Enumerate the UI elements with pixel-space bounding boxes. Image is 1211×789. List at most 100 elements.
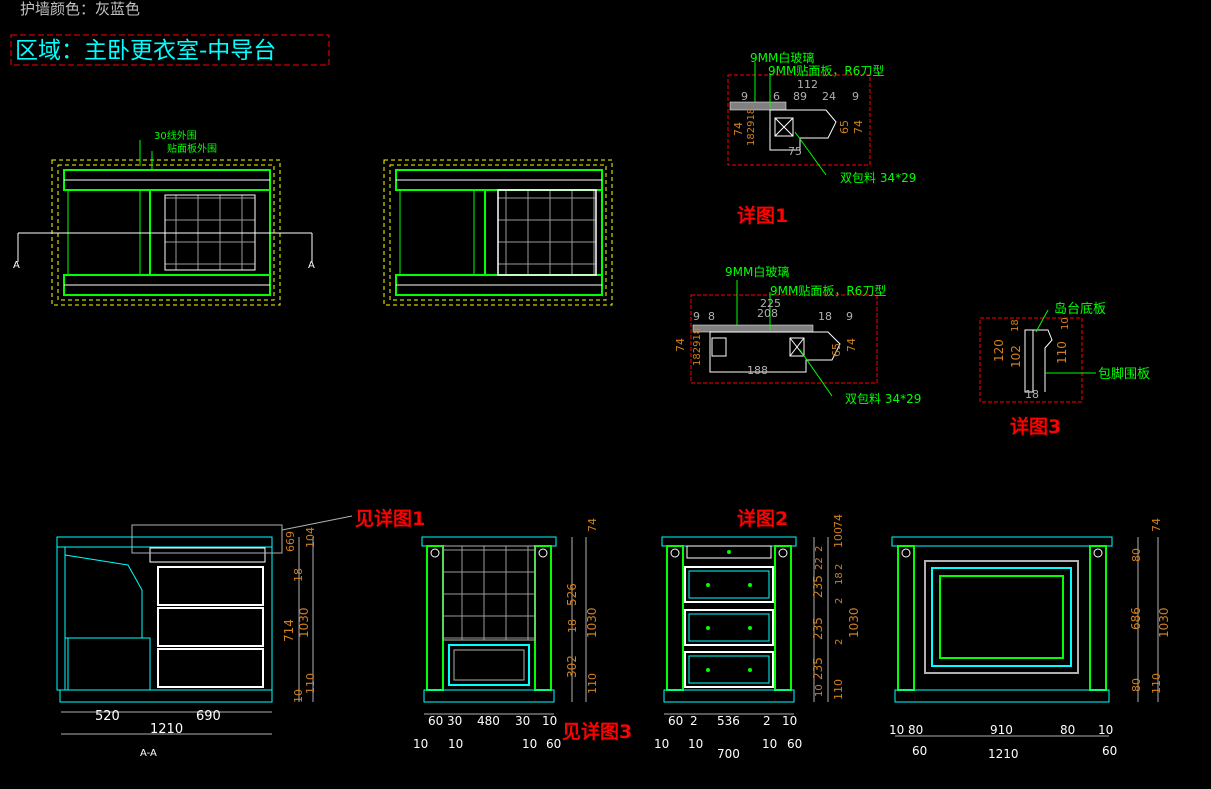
inner-profile: [64, 554, 143, 639]
dim-text: 110: [1055, 341, 1069, 364]
trim-block: [789, 337, 805, 357]
knob: [748, 626, 752, 630]
dim-text: 10: [292, 689, 305, 703]
glass-section: [729, 101, 787, 111]
page-title: 区域：主卧更衣室-中导台: [15, 38, 276, 64]
detail-frame: [727, 74, 871, 166]
dim-text: 74: [832, 514, 845, 528]
elevation-d: 74 80 686 1030 80 110 10 80 910 80 10 60…: [889, 518, 1171, 761]
leader-line: [794, 131, 827, 176]
dim-text: 9: [852, 90, 859, 103]
dim-text: 302: [565, 655, 579, 678]
detail-3: 岛台底板 包脚围板 18 10 120 102 110 18 详图3: [979, 301, 1150, 438]
dim-text: 30: [515, 714, 530, 728]
right-pilaster: [774, 545, 792, 691]
molding-profile: [769, 109, 837, 151]
molding-profile: [709, 331, 841, 373]
dim-text: 74: [586, 518, 599, 532]
drawer-1-inner: [688, 570, 770, 599]
top-slab: [421, 536, 557, 547]
dim-text: 18: [834, 572, 845, 585]
dim-text: 8: [708, 310, 715, 323]
detail-frame: [690, 294, 878, 384]
section-mark-right: A: [308, 260, 315, 271]
dim-text: 112: [797, 78, 818, 91]
dim-text: 235: [811, 657, 825, 680]
leader-line: [799, 349, 833, 397]
knob: [748, 668, 752, 672]
leader-line: [281, 515, 353, 531]
dim-text: 100: [832, 527, 845, 548]
dim-text: 65: [838, 120, 851, 134]
dim-text: 110: [586, 673, 599, 694]
plinth: [894, 689, 1110, 703]
drawer-2: [684, 609, 774, 646]
drawer-3: [157, 648, 264, 688]
detail-ref-box: [131, 524, 283, 554]
dim-text: 1030: [585, 607, 599, 638]
detail-frame: [979, 317, 1083, 403]
dim-text: 80: [908, 723, 923, 737]
dim-text: 10: [1098, 723, 1113, 737]
dim-text: 700: [717, 747, 740, 761]
elevation-a-a: 见详图1 520 690 1210 669 104 18 714 1030 10…: [56, 507, 425, 759]
dim-text: 225: [760, 297, 781, 310]
dim-text: 18: [1025, 388, 1039, 401]
raised-panel-center: [939, 575, 1064, 659]
dim-text: 80: [1130, 678, 1143, 692]
detail1-trim-note: 双包料 34*29: [840, 171, 916, 185]
left-pilaster: [666, 545, 684, 691]
dim-text: 182918: [692, 328, 703, 366]
dim-text: 10: [782, 714, 797, 728]
detail2-panel-note: 9MM贴面板，R6刀型: [770, 284, 886, 298]
detail1-glass-note: 9MM白玻璃: [750, 50, 814, 65]
header: 护墙颜色：灰蓝色 区域：主卧更衣室-中导台: [10, 0, 330, 66]
dim-text: 10: [688, 737, 703, 751]
dim-text: 2: [763, 714, 771, 728]
drawer-1: [684, 566, 774, 603]
trim-cross: [774, 117, 794, 137]
rosette: [901, 548, 911, 558]
detail3-label: 详图3: [1010, 415, 1061, 438]
dim-text: 1030: [847, 607, 861, 638]
dim-text: 2: [834, 639, 845, 645]
plan-view-left: A A 30线外围 贴面板外围: [13, 129, 315, 306]
detail1-panel-note: 9MM贴面板，R6刀型: [768, 64, 884, 78]
wall-color-note: 护墙颜色：灰蓝色: [20, 0, 140, 18]
dim-text: 235: [811, 617, 825, 640]
leader-line: [1035, 309, 1049, 333]
dim-text: 10: [448, 737, 463, 751]
glass-lattice: [442, 545, 536, 641]
dim-text: 74: [845, 338, 858, 352]
top-slab: [891, 536, 1113, 547]
dim-text: 60: [912, 744, 927, 758]
knob: [727, 550, 731, 554]
rosette: [778, 548, 788, 558]
dim-text: 104: [304, 527, 317, 548]
trim-cross: [789, 337, 805, 357]
plan-glass-grid: [497, 189, 597, 276]
elev-a-ref-label: 见详图1: [355, 507, 425, 530]
rosette: [430, 548, 440, 558]
dim-text: 18: [1010, 319, 1021, 332]
plan-leader-panel: 贴面板外围: [167, 142, 217, 155]
drawer-2-inner: [688, 613, 770, 642]
detail-1: 9MM白玻璃 9MM贴面板，R6刀型 双包料 34*29 112 9 6 89 …: [727, 50, 916, 227]
elev-b-ref-label: 见详图3: [562, 720, 632, 743]
trim-block: [711, 337, 727, 357]
detail-2-section: 9MM白玻璃 9MM贴面板，R6刀型 双包料 34*29 225 9 8 208…: [674, 264, 921, 406]
rosette: [1093, 548, 1103, 558]
dim-text: 24: [822, 90, 836, 103]
dim-text: 10: [1060, 317, 1071, 330]
dim-text: 208: [757, 307, 778, 320]
rosette: [670, 548, 680, 558]
kick-profile: [1033, 329, 1053, 392]
dim-text: 526: [565, 583, 579, 606]
dim-text: 1210: [988, 747, 1019, 761]
dim-text: 2: [814, 546, 825, 552]
dim-text: 60: [428, 714, 443, 728]
dim-text: 60: [668, 714, 683, 728]
dim-text: 9: [846, 310, 853, 323]
lower-panel: [448, 644, 530, 686]
elevation-b: 74 526 18 1030 302 110 60 30 480 30 10 1…: [413, 518, 632, 751]
